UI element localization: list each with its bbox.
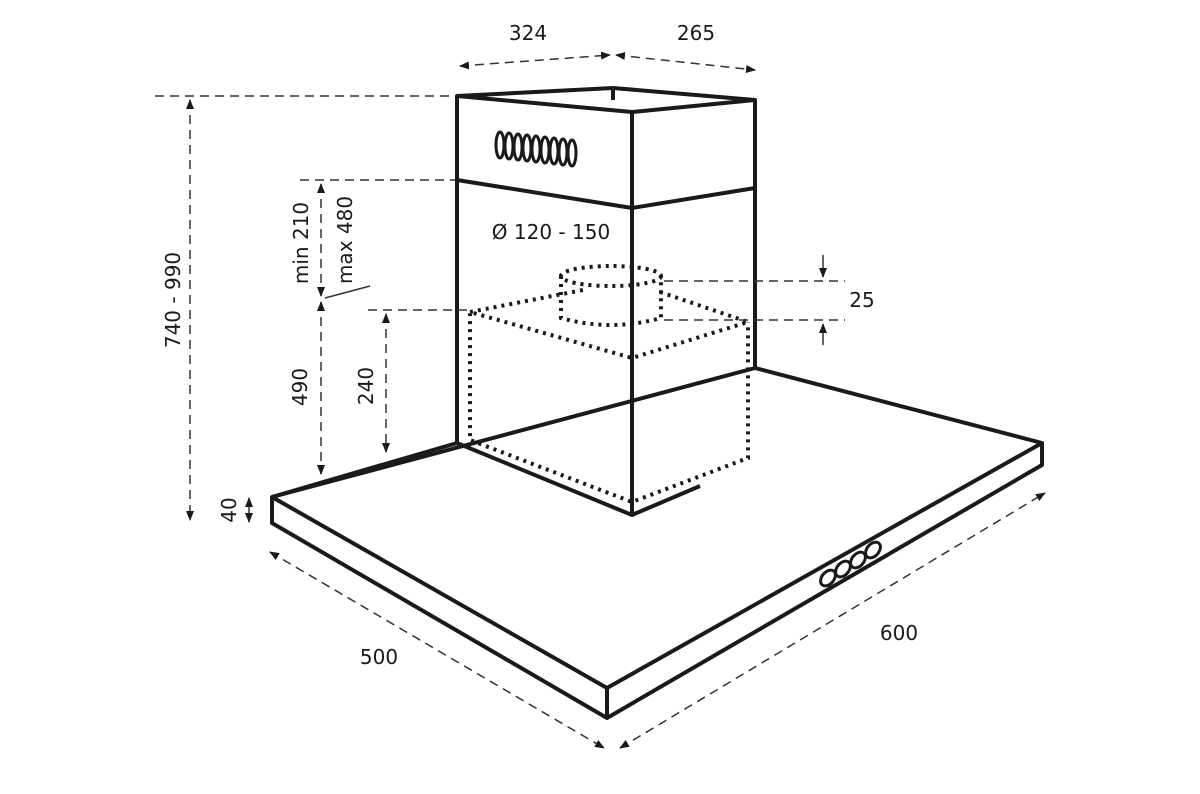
label-total-height: 740 - 990 <box>161 252 185 348</box>
label-canopy-depth: 500 <box>360 645 398 669</box>
label-duct-diameter: Ø 120 - 150 <box>492 220 610 244</box>
label-canopy-thickness: 40 <box>217 497 241 522</box>
label-chimney-max: max 480 <box>333 196 357 284</box>
label-chimney-depth: 324 <box>509 21 547 45</box>
vent-slots <box>494 130 578 168</box>
label-chimney-min: min 210 <box>289 202 313 284</box>
label-canopy-width: 600 <box>880 621 918 645</box>
label-collar-height: 25 <box>849 288 874 312</box>
dimension-lines <box>155 51 1046 749</box>
label-lower-height: 490 <box>288 368 312 406</box>
label-motor-height: 240 <box>354 367 378 405</box>
canopy <box>270 366 1044 720</box>
motor-box-hidden <box>468 264 755 505</box>
label-chimney-width: 265 <box>677 21 715 45</box>
